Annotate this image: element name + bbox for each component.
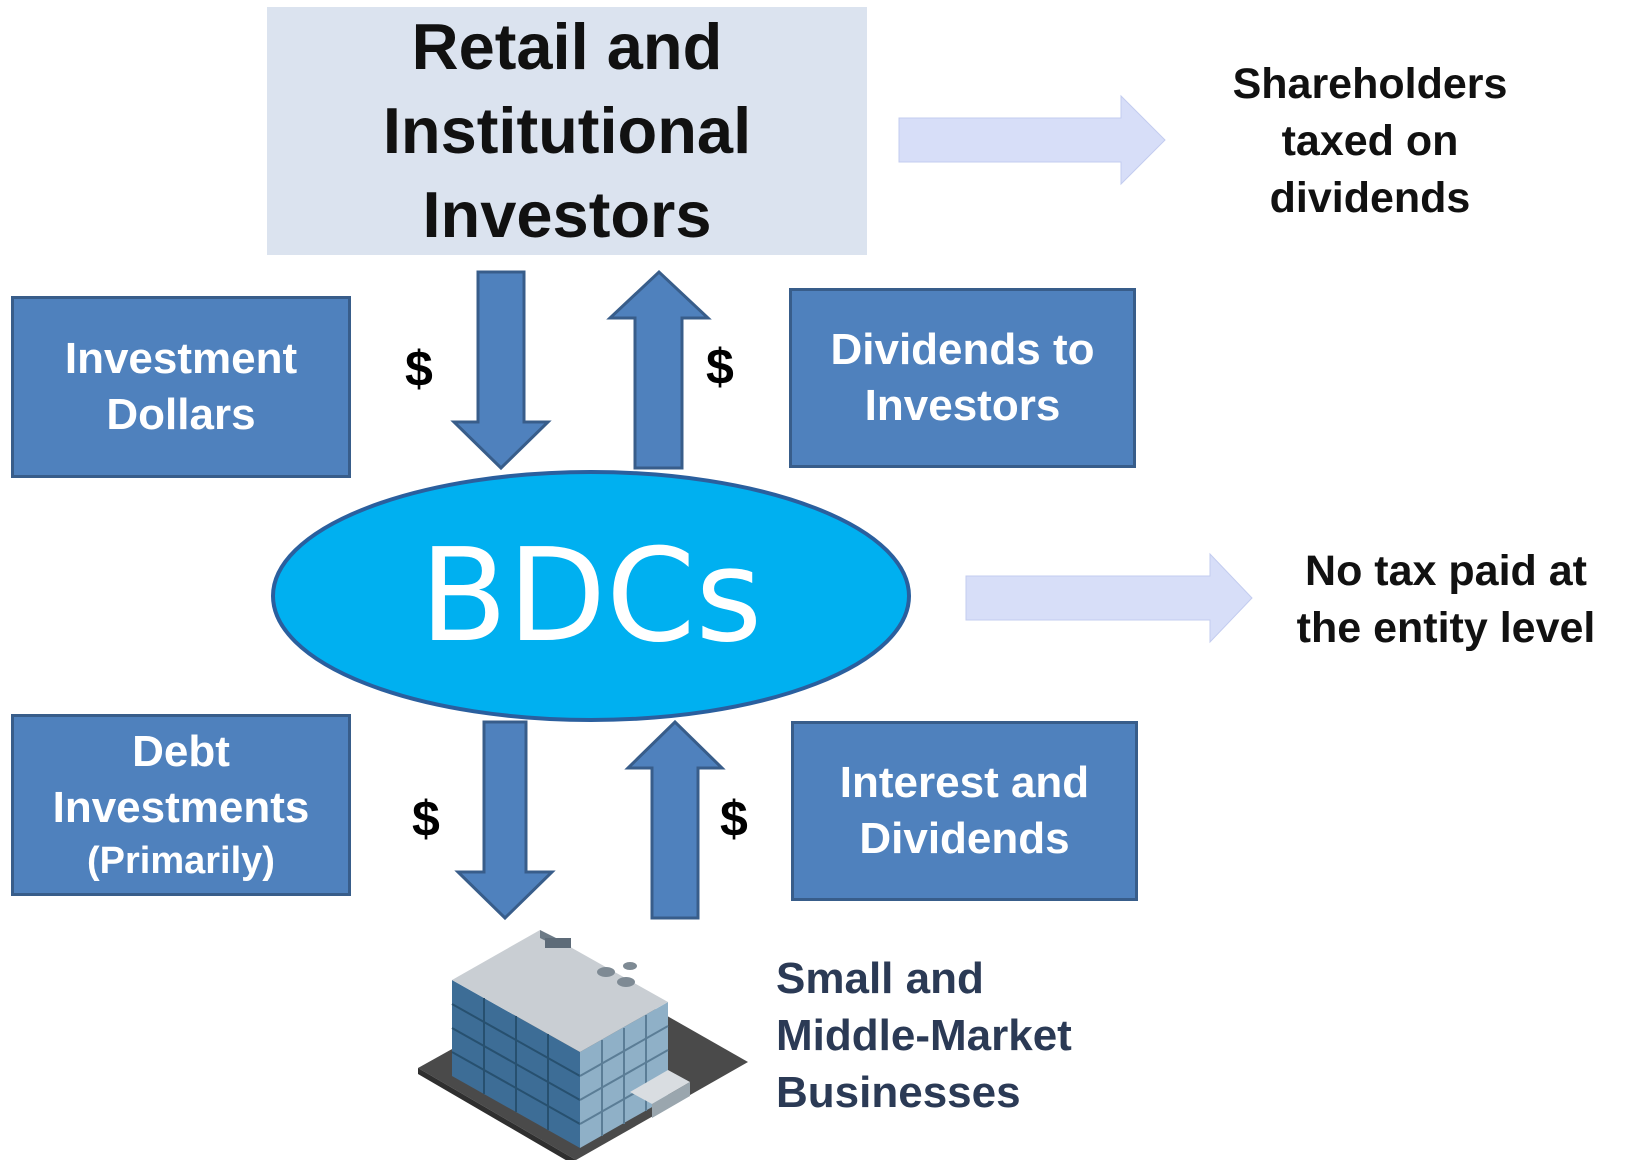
businesses-line-3: Businesses	[776, 1068, 1021, 1117]
debt-line-2: Investments	[52, 783, 310, 832]
dividends-line-1: Dividends to	[830, 325, 1095, 374]
debt-line-1: Debt	[132, 727, 230, 776]
businesses-line-1: Small and	[776, 954, 984, 1003]
dollar-sign-interest: $	[720, 791, 748, 847]
investors-line-1: Retail and	[411, 10, 723, 83]
debt-investments-box: Debt Investments (Primarily)	[11, 714, 351, 896]
investors-title: Retail and Institutional Investors	[383, 5, 751, 257]
arrow-to-shareholders-note	[898, 94, 1166, 186]
dollar-sign-dividends: $	[706, 339, 734, 395]
arrow-bdcs-to-investors	[606, 269, 712, 470]
investment-dollars-line-2: Dollars	[106, 390, 256, 439]
entity-line-1: No tax paid at	[1305, 547, 1587, 595]
bdcs-oval	[271, 470, 911, 722]
businesses-label: Small and Middle-Market Businesses	[776, 950, 1072, 1121]
interest-line-1: Interest and	[839, 758, 1090, 807]
shareholders-note: Shareholders taxed on dividends	[1195, 56, 1545, 227]
businesses-line-2: Middle-Market	[776, 1011, 1072, 1060]
bdcs-label: BDCs	[419, 521, 763, 671]
shareholders-line-3: dividends	[1269, 174, 1471, 222]
investment-dollars-line-1: Investment	[64, 334, 298, 383]
investors-line-3: Investors	[422, 178, 712, 251]
interest-line-2: Dividends	[859, 814, 1070, 863]
shareholders-line-2: taxed on	[1281, 117, 1459, 165]
investors-line-2: Institutional	[382, 94, 752, 167]
investment-dollars-box: Investment Dollars	[11, 296, 351, 478]
arrow-bdcs-to-businesses	[454, 720, 556, 921]
interest-dividends-box: Interest and Dividends	[791, 721, 1138, 901]
building-icon	[418, 930, 748, 1160]
shareholders-line-1: Shareholders	[1232, 60, 1508, 108]
dividends-to-investors-box: Dividends to Investors	[789, 288, 1136, 468]
investors-box: Retail and Institutional Investors	[267, 7, 867, 255]
entity-tax-note: No tax paid at the entity level	[1270, 543, 1622, 657]
bdcs-label-wrap: BDCs	[273, 472, 909, 720]
dollar-sign-debt: $	[412, 791, 440, 847]
arrow-investors-to-bdcs	[450, 270, 552, 471]
dividends-line-2: Investors	[864, 381, 1061, 430]
dollar-sign-investment: $	[405, 341, 433, 397]
arrow-to-entity-note	[965, 552, 1253, 644]
debt-subtitle: (Primarily)	[87, 840, 275, 882]
entity-line-2: the entity level	[1296, 604, 1596, 652]
arrow-businesses-to-bdcs	[624, 719, 726, 920]
